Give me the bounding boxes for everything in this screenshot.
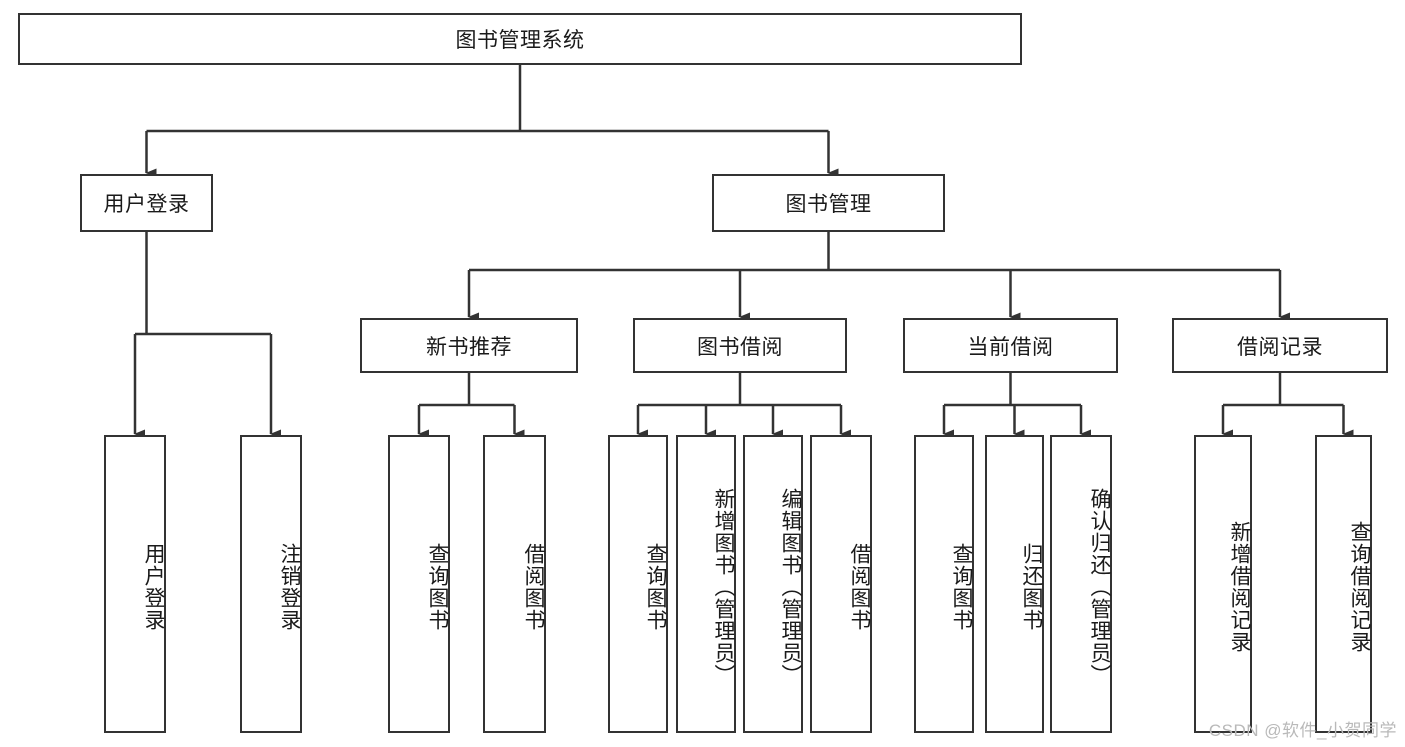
- node-label: 用户登录: [103, 193, 190, 216]
- node-label: 用户登录: [142, 543, 165, 631]
- leaf-node-6[interactable]: 编辑图书（管理员）: [743, 435, 803, 733]
- level3-node-3[interactable]: 借阅记录: [1172, 318, 1388, 373]
- node-label: 新书推荐: [426, 335, 512, 359]
- level3-node-2[interactable]: 当前借阅: [903, 318, 1118, 373]
- level2-node-0[interactable]: 用户登录: [80, 174, 213, 232]
- leaf-node-12[interactable]: 查询借阅记录: [1315, 435, 1372, 733]
- leaf-node-1[interactable]: 注销登录: [240, 435, 302, 733]
- leaf-node-9[interactable]: 归还图书: [985, 435, 1044, 733]
- leaf-node-2[interactable]: 查询图书: [388, 435, 450, 733]
- root-node[interactable]: 图书管理系统: [18, 13, 1022, 65]
- node-label: 借阅图书: [522, 543, 545, 631]
- level3-node-1[interactable]: 图书借阅: [633, 318, 847, 373]
- node-label: 当前借阅: [967, 335, 1054, 359]
- node-label: 图书管理系统: [455, 29, 585, 52]
- node-label: 编辑图书（管理员）: [779, 488, 802, 686]
- leaf-node-8[interactable]: 查询图书: [914, 435, 974, 733]
- leaf-node-4[interactable]: 查询图书: [608, 435, 668, 733]
- node-label: 新增借阅记录: [1228, 521, 1251, 653]
- leaf-node-7[interactable]: 借阅图书: [810, 435, 872, 733]
- node-label: 查询图书: [950, 543, 973, 631]
- leaf-node-0[interactable]: 用户登录: [104, 435, 166, 733]
- node-label: 图书管理: [785, 193, 872, 216]
- leaf-node-3[interactable]: 借阅图书: [483, 435, 546, 733]
- node-label: 查询借阅记录: [1348, 521, 1371, 653]
- node-label: 图书借阅: [697, 335, 783, 359]
- level3-node-0[interactable]: 新书推荐: [360, 318, 578, 373]
- node-label: 注销登录: [278, 543, 301, 631]
- leaf-node-11[interactable]: 新增借阅记录: [1194, 435, 1252, 733]
- leaf-node-10[interactable]: 确认归还（管理员）: [1050, 435, 1112, 733]
- node-label: 借阅记录: [1237, 335, 1323, 359]
- level2-node-1[interactable]: 图书管理: [712, 174, 945, 232]
- node-label: 查询图书: [644, 543, 667, 631]
- node-label: 确认归还（管理员）: [1088, 488, 1111, 686]
- watermark-text: CSDN @软件_小贺同学: [1208, 721, 1397, 740]
- node-label: 新增图书（管理员）: [712, 488, 735, 686]
- node-label: 借阅图书: [848, 543, 871, 631]
- node-label: 查询图书: [426, 543, 449, 631]
- node-label: 归还图书: [1020, 543, 1043, 631]
- leaf-node-5[interactable]: 新增图书（管理员）: [676, 435, 736, 733]
